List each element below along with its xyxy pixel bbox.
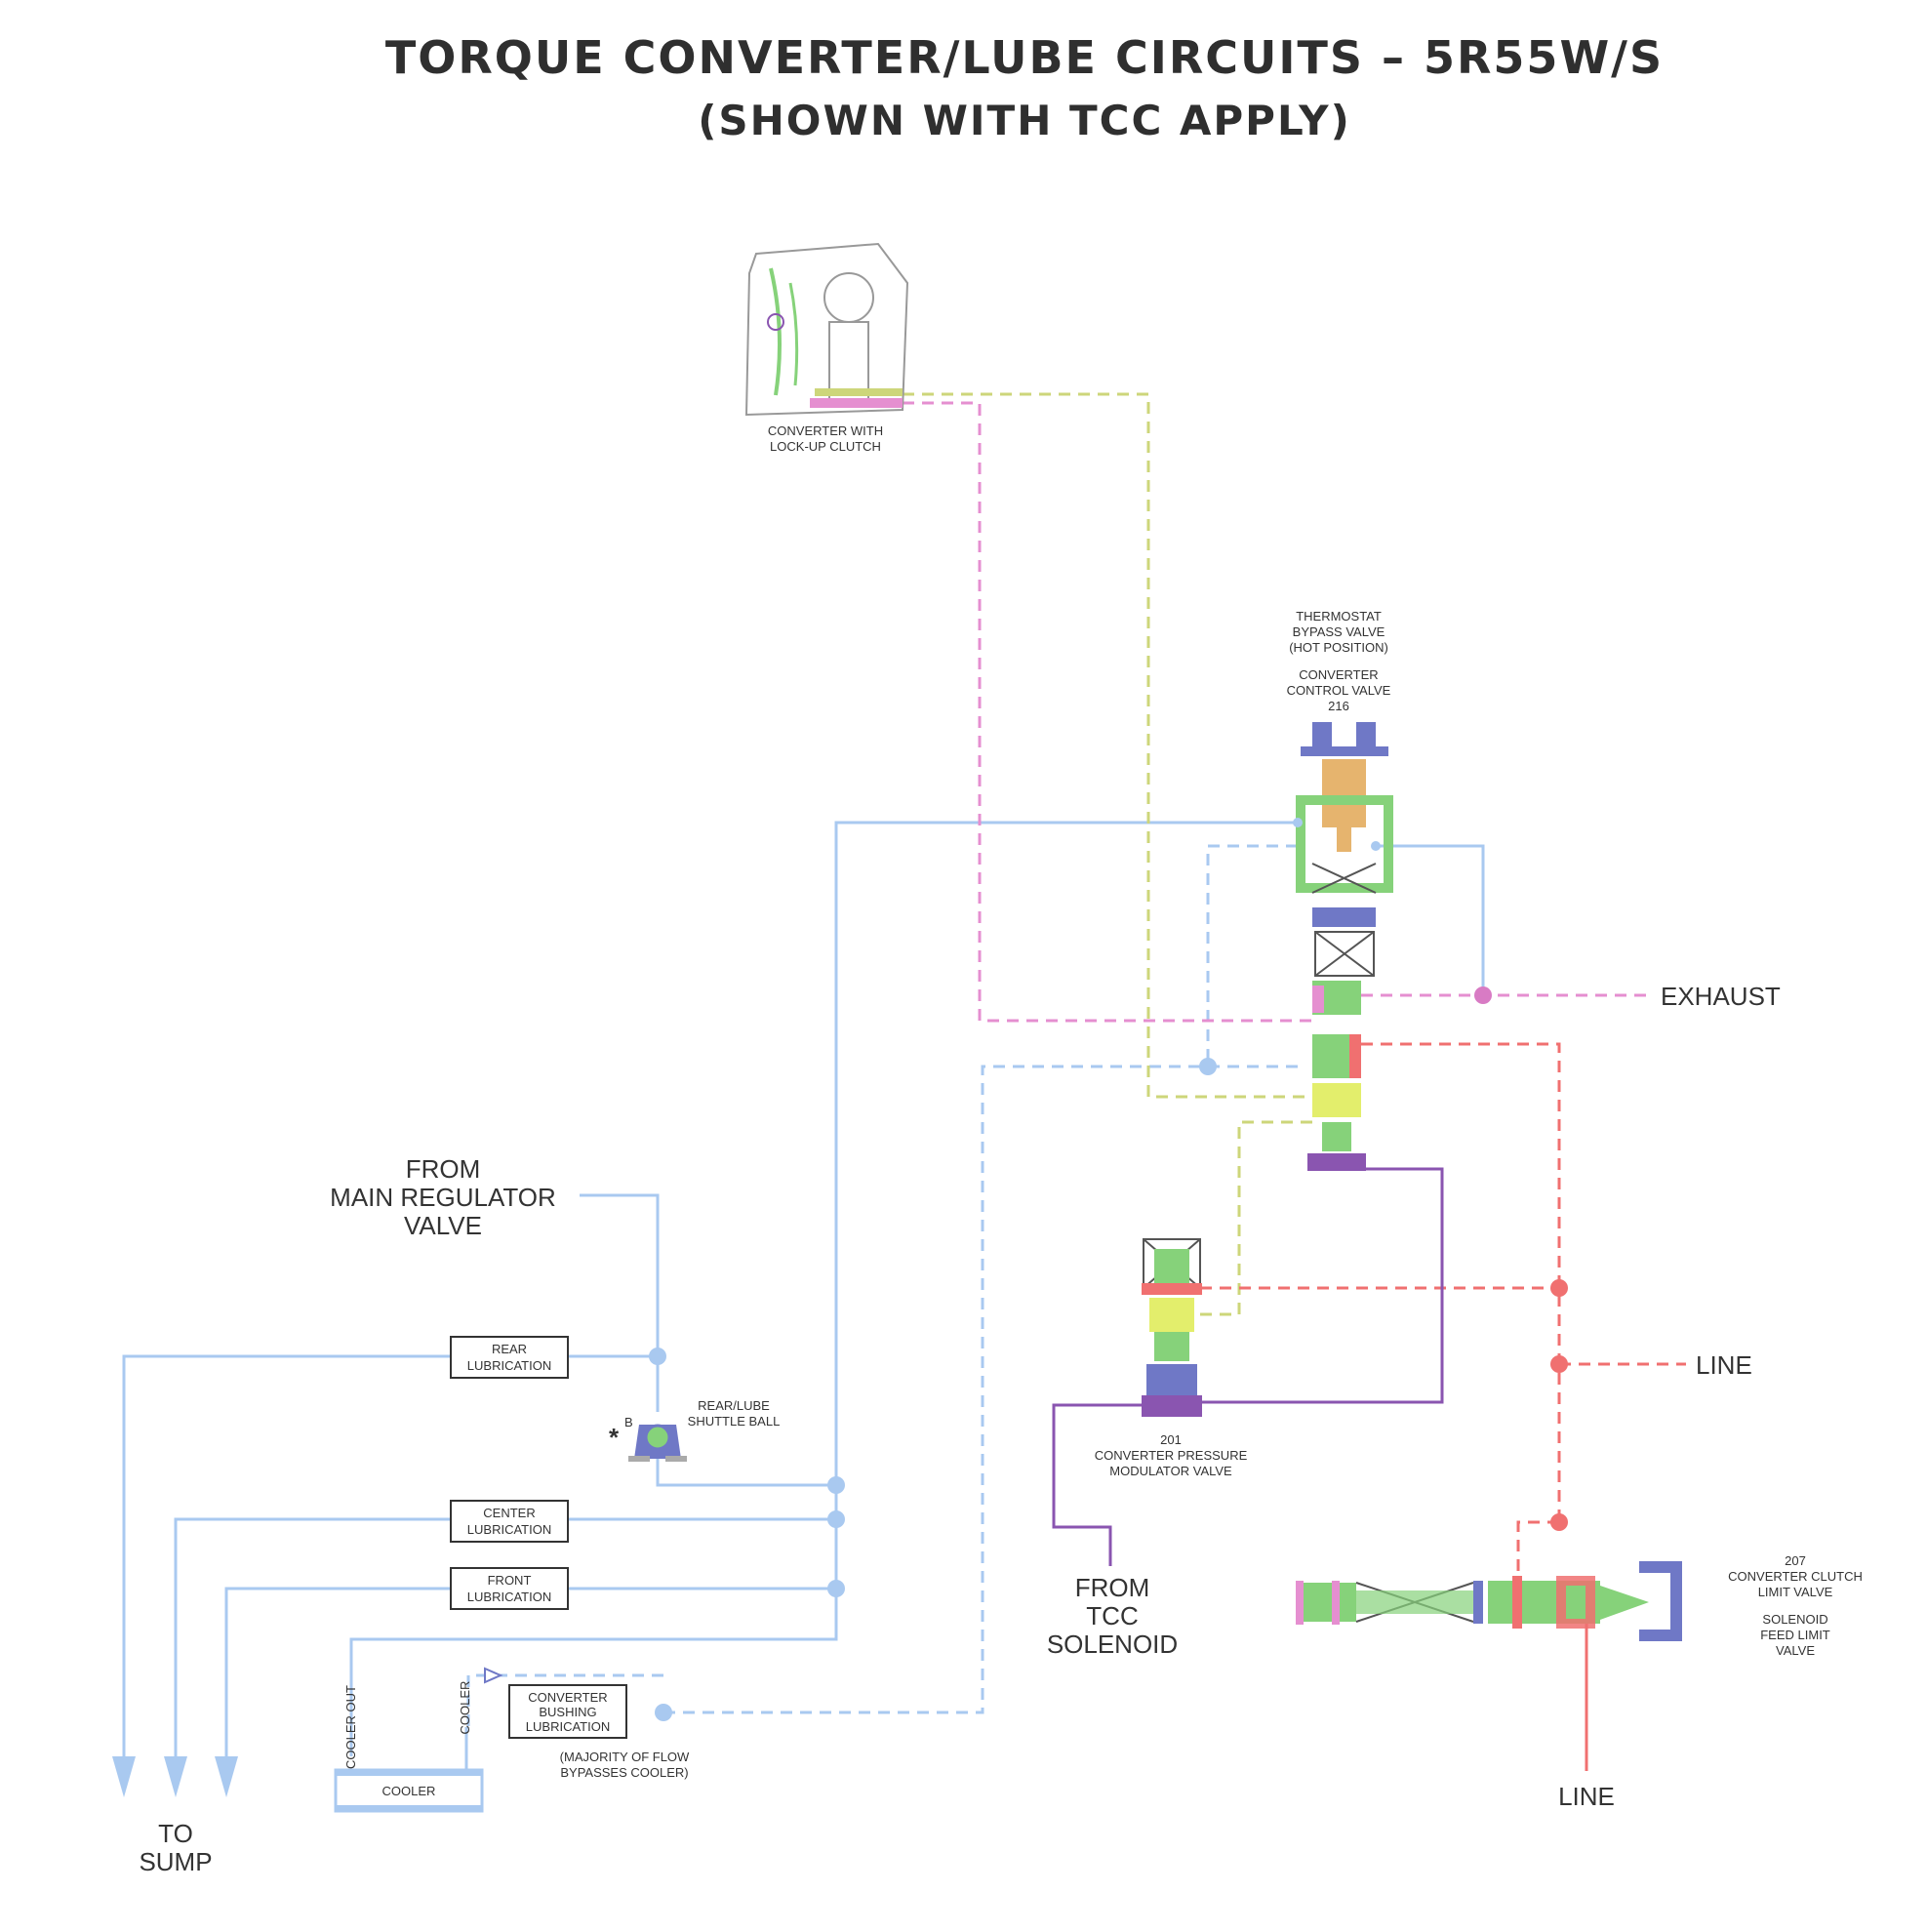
bushing-check-arrow — [484, 1667, 503, 1684]
to-sump-2: SUMP — [139, 1847, 212, 1876]
converter-clutch-limit-valve — [1296, 1561, 1682, 1641]
bushing-lube-text-2: BUSHING — [539, 1705, 596, 1719]
converter-pressure-modulator-valve — [1142, 1238, 1202, 1417]
junction-front-lube — [827, 1580, 845, 1597]
line-label-bottom: LINE — [1558, 1782, 1615, 1811]
junction-line-2 — [1550, 1355, 1568, 1373]
converter-release-circuit — [903, 401, 1649, 1023]
from-main-regulator-1: FROM — [406, 1154, 481, 1184]
rear-lube-text-1: REAR — [492, 1342, 527, 1356]
line-label-right: LINE — [1696, 1350, 1752, 1380]
cooler-out-label: COOLER OUT — [343, 1685, 358, 1769]
modulator-label-3: MODULATOR VALVE — [1109, 1464, 1232, 1478]
from-tcc-2: TCC — [1086, 1601, 1138, 1630]
shuttle-ball-label: REAR/LUBE SHUTTLE BALL * B — [609, 1398, 780, 1452]
modulator-label: 201 CONVERTER PRESSURE MODULATOR VALVE — [1095, 1432, 1248, 1478]
converter-label-1: CONVERTER WITH — [768, 423, 883, 438]
from-main-regulator-2: MAIN REGULATOR — [330, 1183, 556, 1212]
junction-line-3 — [1550, 1513, 1568, 1531]
converter-control-valve — [1293, 722, 1393, 1171]
lube-circuit-dashed — [466, 844, 1298, 1727]
majority-flow-note: (MAJORITY OF FLOW BYPASSES COOLER) — [560, 1750, 690, 1780]
center-lube-text-1: CENTER — [483, 1506, 535, 1520]
junction-bushing — [655, 1704, 672, 1721]
converter-label: CONVERTER WITH LOCK-UP CLUTCH — [768, 423, 883, 454]
converter-control-label-1: CONVERTER — [1299, 667, 1378, 682]
from-tcc-1: FROM — [1075, 1573, 1150, 1602]
bushing-lube-text-1: CONVERTER — [528, 1690, 607, 1705]
from-tcc-solenoid-label: FROM TCC SOLENOID — [1047, 1573, 1178, 1659]
front-lube-text-1: FRONT — [488, 1573, 532, 1588]
shuttle-ball-letter: B — [624, 1415, 633, 1429]
sump-arrow-3 — [215, 1756, 238, 1797]
exhaust-label: EXHAUST — [1661, 982, 1781, 1011]
converter-control-label-2: CONTROL VALVE — [1287, 683, 1391, 698]
center-lube-box: CENTER LUBRICATION — [450, 1500, 569, 1543]
clutch-limit-label-1: 207 — [1785, 1553, 1806, 1568]
shuttle-ball-label-1: REAR/LUBE — [698, 1398, 770, 1413]
tcc-signal-circuit — [1052, 1167, 1444, 1566]
cooler-text: COOLER — [382, 1784, 436, 1798]
from-tcc-3: SOLENOID — [1047, 1630, 1178, 1659]
converter-label-2: LOCK-UP CLUTCH — [770, 439, 881, 454]
solenoid-feed-label: SOLENOID FEED LIMIT VALVE — [1760, 1612, 1830, 1658]
front-lube-box: FRONT LUBRICATION — [450, 1567, 569, 1610]
rear-lube-box: REAR LUBRICATION — [450, 1336, 569, 1379]
majority-flow-1: (MAJORITY OF FLOW — [560, 1750, 690, 1764]
torque-converter — [744, 242, 909, 417]
lube-circuit-solid — [122, 821, 1485, 1776]
sump-arrows — [112, 1756, 238, 1797]
cooler: COOLER — [334, 1768, 484, 1813]
junction-rear-lube — [649, 1348, 666, 1365]
modulator-label-1: 201 — [1160, 1432, 1182, 1447]
circuit-lines — [122, 392, 1686, 1776]
junction-bypass — [1199, 1058, 1217, 1075]
junction-line-1 — [1550, 1279, 1568, 1297]
clutch-limit-label-3: LIMIT VALVE — [1758, 1585, 1833, 1599]
converter-control-label-3: 216 — [1328, 699, 1349, 713]
solenoid-feed-label-2: FEED LIMIT — [1760, 1628, 1830, 1642]
rear-lube-text-2: LUBRICATION — [467, 1358, 551, 1373]
clutch-limit-label-2: CONVERTER CLUTCH — [1728, 1569, 1863, 1584]
from-main-regulator-label: FROM MAIN REGULATOR VALVE — [330, 1154, 556, 1240]
front-lube-text-2: LUBRICATION — [467, 1590, 551, 1604]
converter-control-label: CONVERTER CONTROL VALVE 216 — [1287, 667, 1391, 713]
thermostat-label-3: (HOT POSITION) — [1289, 640, 1388, 655]
junction-exhaust — [1474, 986, 1492, 1004]
diagram-subtitle: (SHOWN WITH TCC APPLY) — [698, 97, 1351, 144]
shuttle-ball-star: * — [609, 1423, 620, 1452]
thermostat-label-2: BYPASS VALVE — [1293, 624, 1385, 639]
junction-shuttle-out — [827, 1476, 845, 1494]
to-sump-label: TO SUMP — [139, 1819, 212, 1876]
majority-flow-2: BYPASSES COOLER) — [560, 1765, 688, 1780]
junction-dots — [649, 986, 1568, 1721]
solenoid-feed-label-3: VALVE — [1776, 1643, 1815, 1658]
shuttle-ball-label-2: SHUTTLE BALL — [688, 1414, 781, 1429]
cooler-in-label: COOLER — [458, 1681, 472, 1735]
converter-apply-circuit — [903, 392, 1312, 1316]
from-main-regulator-3: VALVE — [404, 1211, 482, 1240]
modulator-label-2: CONVERTER PRESSURE — [1095, 1448, 1248, 1463]
to-sump-1: TO — [158, 1819, 193, 1848]
bushing-lube-box: CONVERTER BUSHING LUBRICATION — [508, 1684, 627, 1739]
center-lube-text-2: LUBRICATION — [467, 1522, 551, 1537]
solenoid-feed-label-1: SOLENOID — [1762, 1612, 1827, 1627]
sump-arrow-1 — [112, 1756, 136, 1797]
rear-lube-shuttle-ball — [628, 1424, 687, 1462]
thermostat-label: THERMOSTAT BYPASS VALVE (HOT POSITION) — [1289, 609, 1388, 655]
clutch-limit-label: 207 CONVERTER CLUTCH LIMIT VALVE — [1728, 1553, 1863, 1599]
junction-center-lube — [827, 1510, 845, 1528]
bushing-lube-text-3: LUBRICATION — [526, 1719, 610, 1734]
thermostat-label-1: THERMOSTAT — [1296, 609, 1382, 624]
sump-arrow-2 — [164, 1756, 187, 1797]
diagram-title: TORQUE CONVERTER/LUBE CIRCUITS – 5R55W/S — [385, 31, 1664, 84]
